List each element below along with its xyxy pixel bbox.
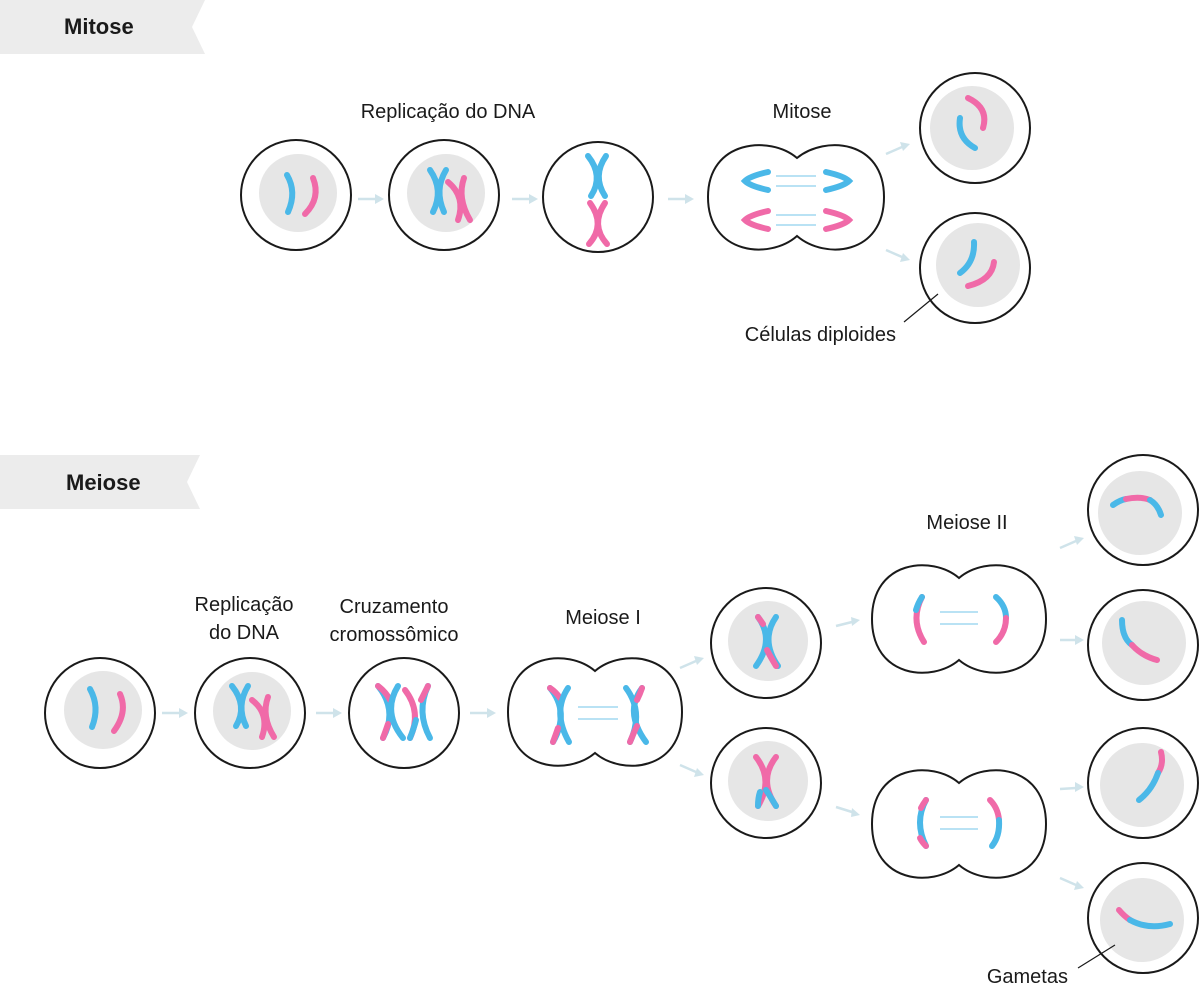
gamete-arrow-1 [1059,536,1084,550]
mitosis-cell-metaphase [542,141,654,253]
mitosis-cell-replicated [388,139,500,251]
diploid-label-leader [903,293,939,323]
meiosis-two-arrow-upper [835,617,860,628]
mitosis-arrow-3 [668,194,694,204]
meiosis-replication-label-line1: Replicação [195,594,294,616]
meiosis-one-daughter-2 [710,727,822,839]
meiosis-two-cell-upper [870,564,1048,674]
crossing-over-label-line2: cromossômico [330,624,459,646]
meiosis-cell-crossing-over [348,657,460,769]
mitosis-arrow-lower [885,248,910,262]
meiosis-arrow-lower [679,763,704,777]
meiosis-two-arrow-lower [835,805,860,817]
diploid-cell-1 [919,72,1031,184]
gametes-label-leader [1077,944,1116,969]
gamete-cell-4 [1087,862,1199,974]
meiosis-arrow-3 [470,708,496,718]
mitosis-arrow-1 [358,194,384,204]
meiosis-two-label: Meiose II [926,512,1007,534]
mitosis-division-label: Mitose [773,101,832,123]
meiosis-cell-initial [44,657,156,769]
meiosis-two-cell-lower [870,769,1048,879]
crossing-over-label-line1: Cruzamento [340,596,449,618]
gamete-cell-1 [1087,454,1199,566]
diploid-cell-2 [919,212,1031,324]
gamete-cell-2 [1087,589,1199,701]
mitosis-tag-text: Mitose [64,14,134,39]
gamete-arrow-4 [1059,876,1084,890]
meiosis-section-tag: Meiose [0,455,200,509]
gamete-cell-3 [1087,727,1199,839]
meiosis-arrow-2 [316,708,342,718]
mitosis-cell-dividing [706,144,886,251]
meiosis-one-label: Meiose I [565,607,641,629]
mitosis-cell-initial [240,139,352,251]
meiosis-arrow-1 [162,708,188,718]
meiosis-tag-text: Meiose [66,470,141,495]
meiosis-replication-label-line2: do DNA [209,622,280,644]
mitosis-arrow-upper [885,142,910,156]
gamete-arrow-2 [1060,635,1084,645]
mitosis-replication-label: Replicação do DNA [361,101,536,123]
meiosis-cell-replicated [194,657,306,769]
gametes-label: Gametas [987,966,1068,988]
meiosis-one-cell [506,657,684,767]
meiosis-one-daughter-1 [710,587,822,699]
diploid-cells-label: Células diploides [745,324,896,346]
mitosis-section-tag: Mitose [0,0,205,54]
meiosis-arrow-upper [679,656,704,670]
gamete-arrow-3 [1059,782,1084,792]
mitosis-arrow-2 [512,194,538,204]
